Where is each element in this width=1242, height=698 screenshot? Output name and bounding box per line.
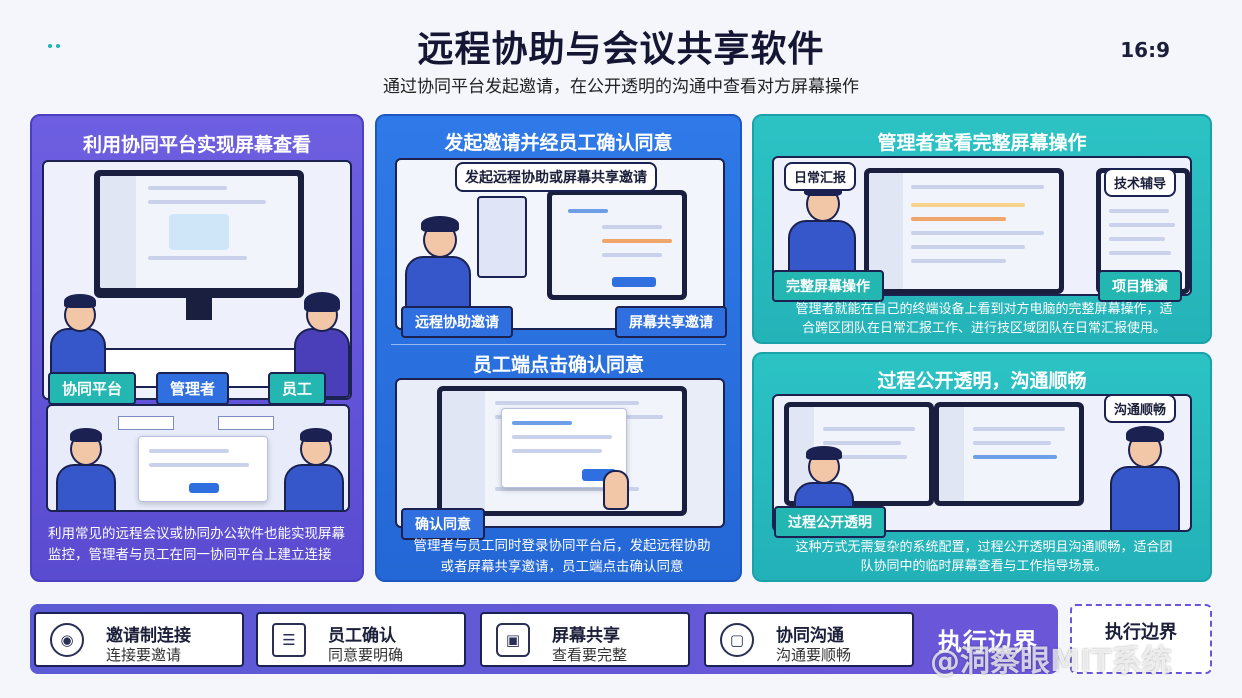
panel-title: 过程公开透明，沟通顺畅 [877,370,1087,392]
location-pin-icon: ◉ [50,623,84,657]
card-subtitle: 沟通要顺畅 [776,646,852,664]
tag-platform: 协同平台 [48,372,137,405]
card-invite-connect: ◉ 邀请制连接 连接要邀请 [34,612,244,667]
panel-full-screen-view: 管理者查看完整屏幕操作 日常 [752,114,1212,344]
tag-transparent: 过程公开透明 [774,506,886,538]
execution-boundary-bar: ◉ 邀请制连接 连接要邀请 ☰ 员工确认 同意要明确 ▣ 屏幕共享 查看要完整 … [30,604,1058,674]
tag-confirm: 确认同意 [401,508,485,540]
panel-platform-screen-view: 利用协同平台实现屏幕查看 协同平台 管理者 员工 [30,114,364,582]
execution-boundary-label: 执行边界 [938,628,1038,656]
section-divider [391,344,726,345]
watermark: @洞察眼MIT系统 [930,644,1172,679]
panel-description: 管理者与员工同时登录协同平台后，发起远程协助或者屏幕共享邀请，员工端点击确认同意 [413,538,711,575]
tag-manager: 管理者 [156,372,230,405]
illustration-confirm [395,378,725,528]
monitor-illustration [94,170,304,298]
panel-invite-confirm: 发起邀请并经员工确认同意 发起远程协助或屏幕共享邀请 远程协助邀请 屏幕共享邀请… [375,114,742,582]
panel-description: 这种方式无需复杂的系统配置，过程公开透明且沟通顺畅，适合团队协同中的临时屏幕查看… [795,540,1173,574]
card-title: 屏幕共享 [552,626,620,646]
panel-description: 管理者就能在自己的终端设备上看到对方电脑的完整屏幕操作，适合跨区团队在日常汇报工… [795,302,1173,336]
panel-transparent-process: 过程公开透明，沟通顺畅 [752,352,1212,582]
page-subtitle: 通过协同平台发起邀请，在公开透明的沟通中查看对方屏幕操作 [383,77,859,97]
page-title: 远程协助与会议共享软件 [417,29,825,70]
illustration-invite [395,158,725,330]
tag-remote-assist: 远程协助邀请 [401,306,513,338]
panel-description: 利用常见的远程会议或协同办公软件也能实现屏幕监控，管理者与员工在同一协同平台上建… [48,526,345,563]
card-subtitle: 同意要明确 [328,646,404,664]
aspect-ratio-label: 16:9 [1120,38,1170,62]
callout-invite: 发起远程协助或屏幕共享邀请 [455,162,657,192]
execution-boundary-box: 执行边界 [1070,604,1212,674]
section-title: 员工端点击确认同意 [472,354,644,376]
tag-employee: 员工 [268,372,327,405]
card-screen-share: ▣ 屏幕共享 查看要完整 [480,612,690,667]
cube-icon: ▢ [720,623,754,657]
card-employee-confirm: ☰ 员工确认 同意要明确 [256,612,466,667]
panel-title: 利用协同平台实现屏幕查看 [82,134,311,156]
card-title: 协同沟通 [776,626,844,646]
illustration-meeting [42,160,352,400]
card-title: 邀请制连接 [106,626,191,646]
card-subtitle: 连接要邀请 [106,646,182,664]
execution-boundary-box-label: 执行边界 [1105,622,1177,643]
tag-full-screen: 完整屏幕操作 [772,270,884,302]
card-collab-communication: ▢ 协同沟通 沟通要顺畅 [704,612,914,667]
screen-icon: ▣ [496,623,530,657]
illustration-communication [772,394,1192,532]
card-subtitle: 查看要完整 [552,646,628,664]
decorative-dots [48,44,60,48]
tag-project-sim: 项目推演 [1098,270,1182,302]
tag-screen-share: 屏幕共享邀请 [615,306,727,338]
bubble-smooth-communication: 沟通顺畅 [1104,394,1177,423]
illustration-connection [46,404,350,512]
bubble-tech-guidance: 技术辅导 [1104,168,1177,197]
document-icon: ☰ [272,623,306,657]
card-title: 员工确认 [328,626,396,646]
bubble-daily-report: 日常汇报 [784,162,857,191]
panel-title: 发起邀请并经员工确认同意 [444,132,673,154]
panel-title: 管理者查看完整屏幕操作 [877,132,1087,154]
